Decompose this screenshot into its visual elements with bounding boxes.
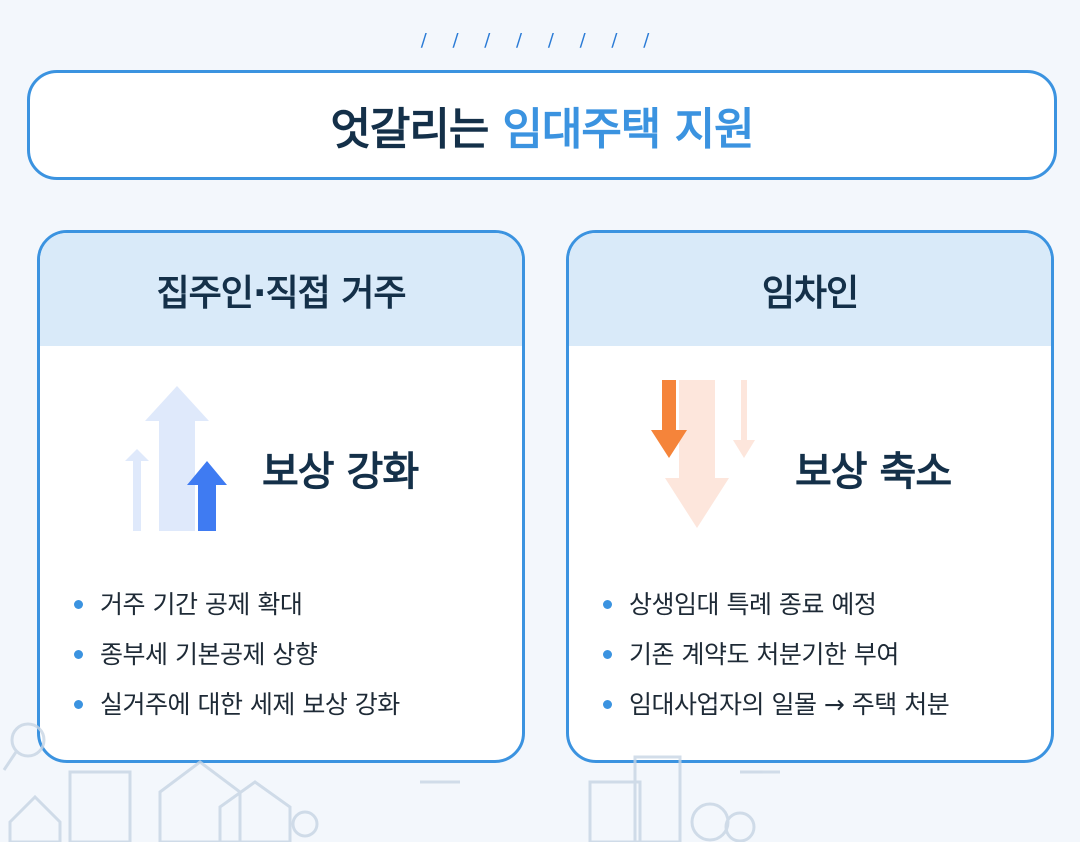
decorative-slashes: / / / / / / / / bbox=[420, 30, 660, 51]
card-owner-effect: 보상 강화 bbox=[262, 449, 419, 495]
title-part2: 임대주택 지원 bbox=[502, 104, 754, 155]
card-tenant: 임차인 보상 축소 상생임대 특례 종료 예정 기존 계약도 처분기한 부여 임… bbox=[566, 230, 1054, 763]
card-tenant-effect: 보상 축소 bbox=[795, 449, 952, 495]
list-item: 기존 계약도 처분기한 부여 bbox=[603, 633, 949, 683]
down-arrows-icon bbox=[651, 380, 755, 528]
up-arrows-icon bbox=[125, 386, 227, 531]
card-owner-header: 집주인·직접 거주 bbox=[40, 233, 522, 346]
card-owner-visual: 보상 강화 bbox=[40, 346, 522, 566]
skyline-decoration bbox=[2, 722, 780, 842]
list-item: 거주 기간 공제 확대 bbox=[74, 583, 400, 633]
title-part1: 엇갈리는 bbox=[330, 104, 489, 155]
list-item: 상생임대 특례 종료 예정 bbox=[603, 583, 949, 633]
card-tenant-visual: 보상 축소 bbox=[569, 346, 1051, 566]
list-item: 실거주에 대한 세제 보상 강화 bbox=[74, 683, 400, 733]
card-owner-list: 거주 기간 공제 확대 종부세 기본공제 상향 실거주에 대한 세제 보상 강화 bbox=[74, 583, 400, 733]
list-item: 종부세 기본공제 상향 bbox=[74, 633, 400, 683]
card-tenant-header: 임차인 bbox=[569, 233, 1051, 346]
title-banner: 엇갈리는 임대주택 지원 bbox=[27, 70, 1057, 180]
card-tenant-list: 상생임대 특례 종료 예정 기존 계약도 처분기한 부여 임대사업자의 일몰 →… bbox=[603, 583, 950, 733]
list-item: 임대사업자의 일몰 → 주택 처분 bbox=[603, 683, 950, 733]
card-owner: 집주인·직접 거주 보상 강화 거주 기간 공제 확대 종부세 기본공제 상향 … bbox=[37, 230, 525, 763]
